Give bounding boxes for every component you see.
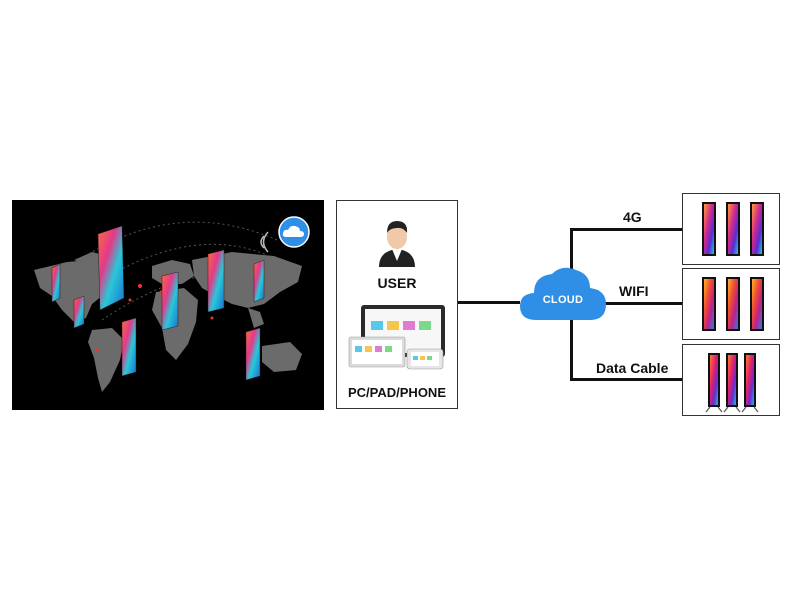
poster-screens bbox=[51, 225, 265, 381]
device-label: PC/PAD/PHONE bbox=[348, 385, 446, 400]
screens-box-data-cable bbox=[682, 344, 780, 416]
connector-4g-line bbox=[570, 228, 682, 231]
cloud-icon bbox=[520, 267, 606, 320]
screens-box-wifi bbox=[682, 268, 780, 340]
connection-label-4g: 4G bbox=[623, 209, 642, 225]
poster-screens-image bbox=[702, 202, 764, 256]
connection-label-data-cable: Data Cable bbox=[596, 360, 669, 376]
world-map-panel bbox=[12, 200, 324, 410]
user-device-box: USER PC/PAD/PHONE bbox=[336, 200, 458, 409]
connector-cable-line bbox=[570, 378, 682, 381]
cloud-label: CLOUD bbox=[542, 294, 584, 306]
user-cloud-connector bbox=[458, 301, 520, 304]
devices-icon bbox=[348, 305, 445, 370]
wireless-cloud-icon bbox=[260, 216, 310, 253]
screens-box-4g bbox=[682, 193, 780, 265]
connector-wifi-line bbox=[600, 302, 682, 305]
user-label: USER bbox=[377, 275, 417, 291]
poster-screens-image bbox=[705, 353, 759, 413]
world-map-illustration bbox=[34, 216, 310, 392]
user-icon bbox=[379, 221, 415, 267]
poster-screens-image bbox=[702, 277, 764, 331]
connection-label-wifi: WIFI bbox=[619, 283, 649, 299]
